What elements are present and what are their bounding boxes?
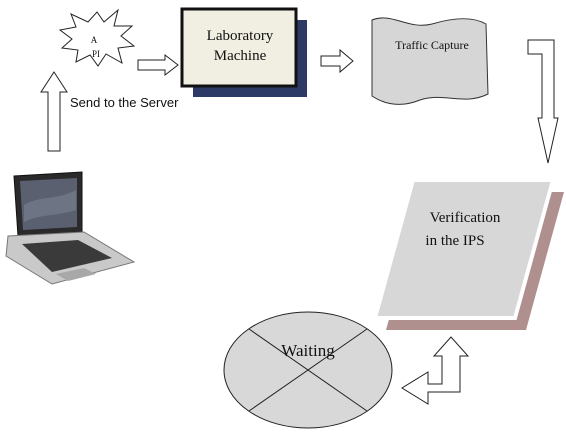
traffic-capture-label: Traffic Capture xyxy=(395,38,469,52)
verification-face xyxy=(372,178,556,320)
arrow-down-to-verification xyxy=(527,39,559,164)
verification-box: Verification in the IPS xyxy=(372,178,564,330)
waiting-node: Waiting xyxy=(223,311,393,429)
burst-shape xyxy=(58,8,136,67)
arrow-right-to-lab xyxy=(137,53,179,77)
laptop-screen-glow xyxy=(24,190,76,222)
lab-machine-line1: Laboratory xyxy=(207,28,274,44)
lab-machine-box: Laboratory Machine xyxy=(180,7,307,97)
waiting-label: Waiting xyxy=(281,341,335,360)
arrow-right-to-capture xyxy=(320,48,354,74)
verification-line1: Verification xyxy=(430,210,501,226)
verification-line2: in the IPS xyxy=(425,233,484,249)
arrow-up-to-burst xyxy=(40,71,68,152)
laptop-icon xyxy=(5,171,136,285)
lab-machine-line2: Machine xyxy=(214,48,267,64)
laptop-touchpad xyxy=(56,268,96,281)
burst-label-line2: PI xyxy=(92,49,100,59)
attack-burst: A PI xyxy=(58,8,136,67)
send-to-server-label: Send to the Server xyxy=(70,95,179,110)
laptop-keyboard xyxy=(22,240,112,272)
traffic-capture-document: Traffic Capture xyxy=(371,17,489,105)
lab-machine-face xyxy=(180,7,298,88)
waiting-cross-line-b xyxy=(248,328,368,412)
arrow-elbow-verification-waiting xyxy=(401,336,470,405)
document-shape xyxy=(371,17,489,105)
burst-label-line1: A xyxy=(91,35,98,45)
